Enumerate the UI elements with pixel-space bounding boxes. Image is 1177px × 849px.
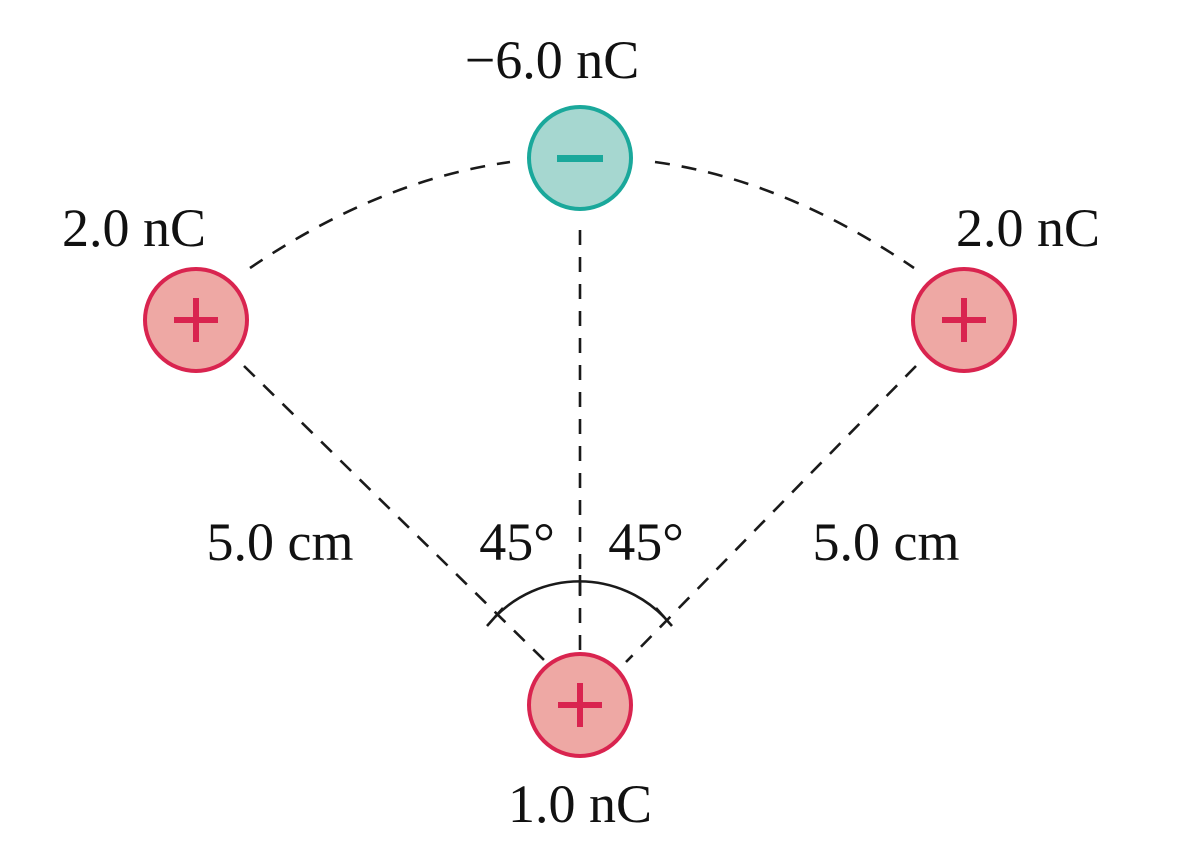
charge-top-negative — [527, 105, 633, 211]
dashed-arc-right — [654, 160, 915, 270]
distance-label-right: 5.0 cm — [813, 512, 960, 572]
angle-label-left: 45° — [479, 512, 555, 572]
distance-label-left: 5.0 cm — [207, 512, 354, 572]
charge-label-top: −6.0 nC — [465, 30, 639, 90]
dashed-arc-left — [249, 160, 511, 270]
charge-label-left: 2.0 nC — [62, 198, 206, 258]
charge-left-positive — [143, 267, 249, 373]
angle-arc-tick-left — [486, 607, 504, 627]
charge-right-positive — [911, 267, 1017, 373]
angle-label-right: 45° — [608, 512, 684, 572]
plus-sign-icon — [174, 298, 218, 342]
charge-label-bottom: 1.0 nC — [508, 774, 652, 834]
plus-sign-icon — [942, 298, 986, 342]
minus-sign-icon — [557, 155, 603, 162]
angle-arc-tick-right — [655, 607, 673, 627]
plus-sign-icon — [558, 683, 602, 727]
charge-bottom-positive — [527, 652, 633, 758]
charge-label-right: 2.0 nC — [956, 198, 1100, 258]
dashed-line-left-diagonal — [243, 365, 547, 663]
